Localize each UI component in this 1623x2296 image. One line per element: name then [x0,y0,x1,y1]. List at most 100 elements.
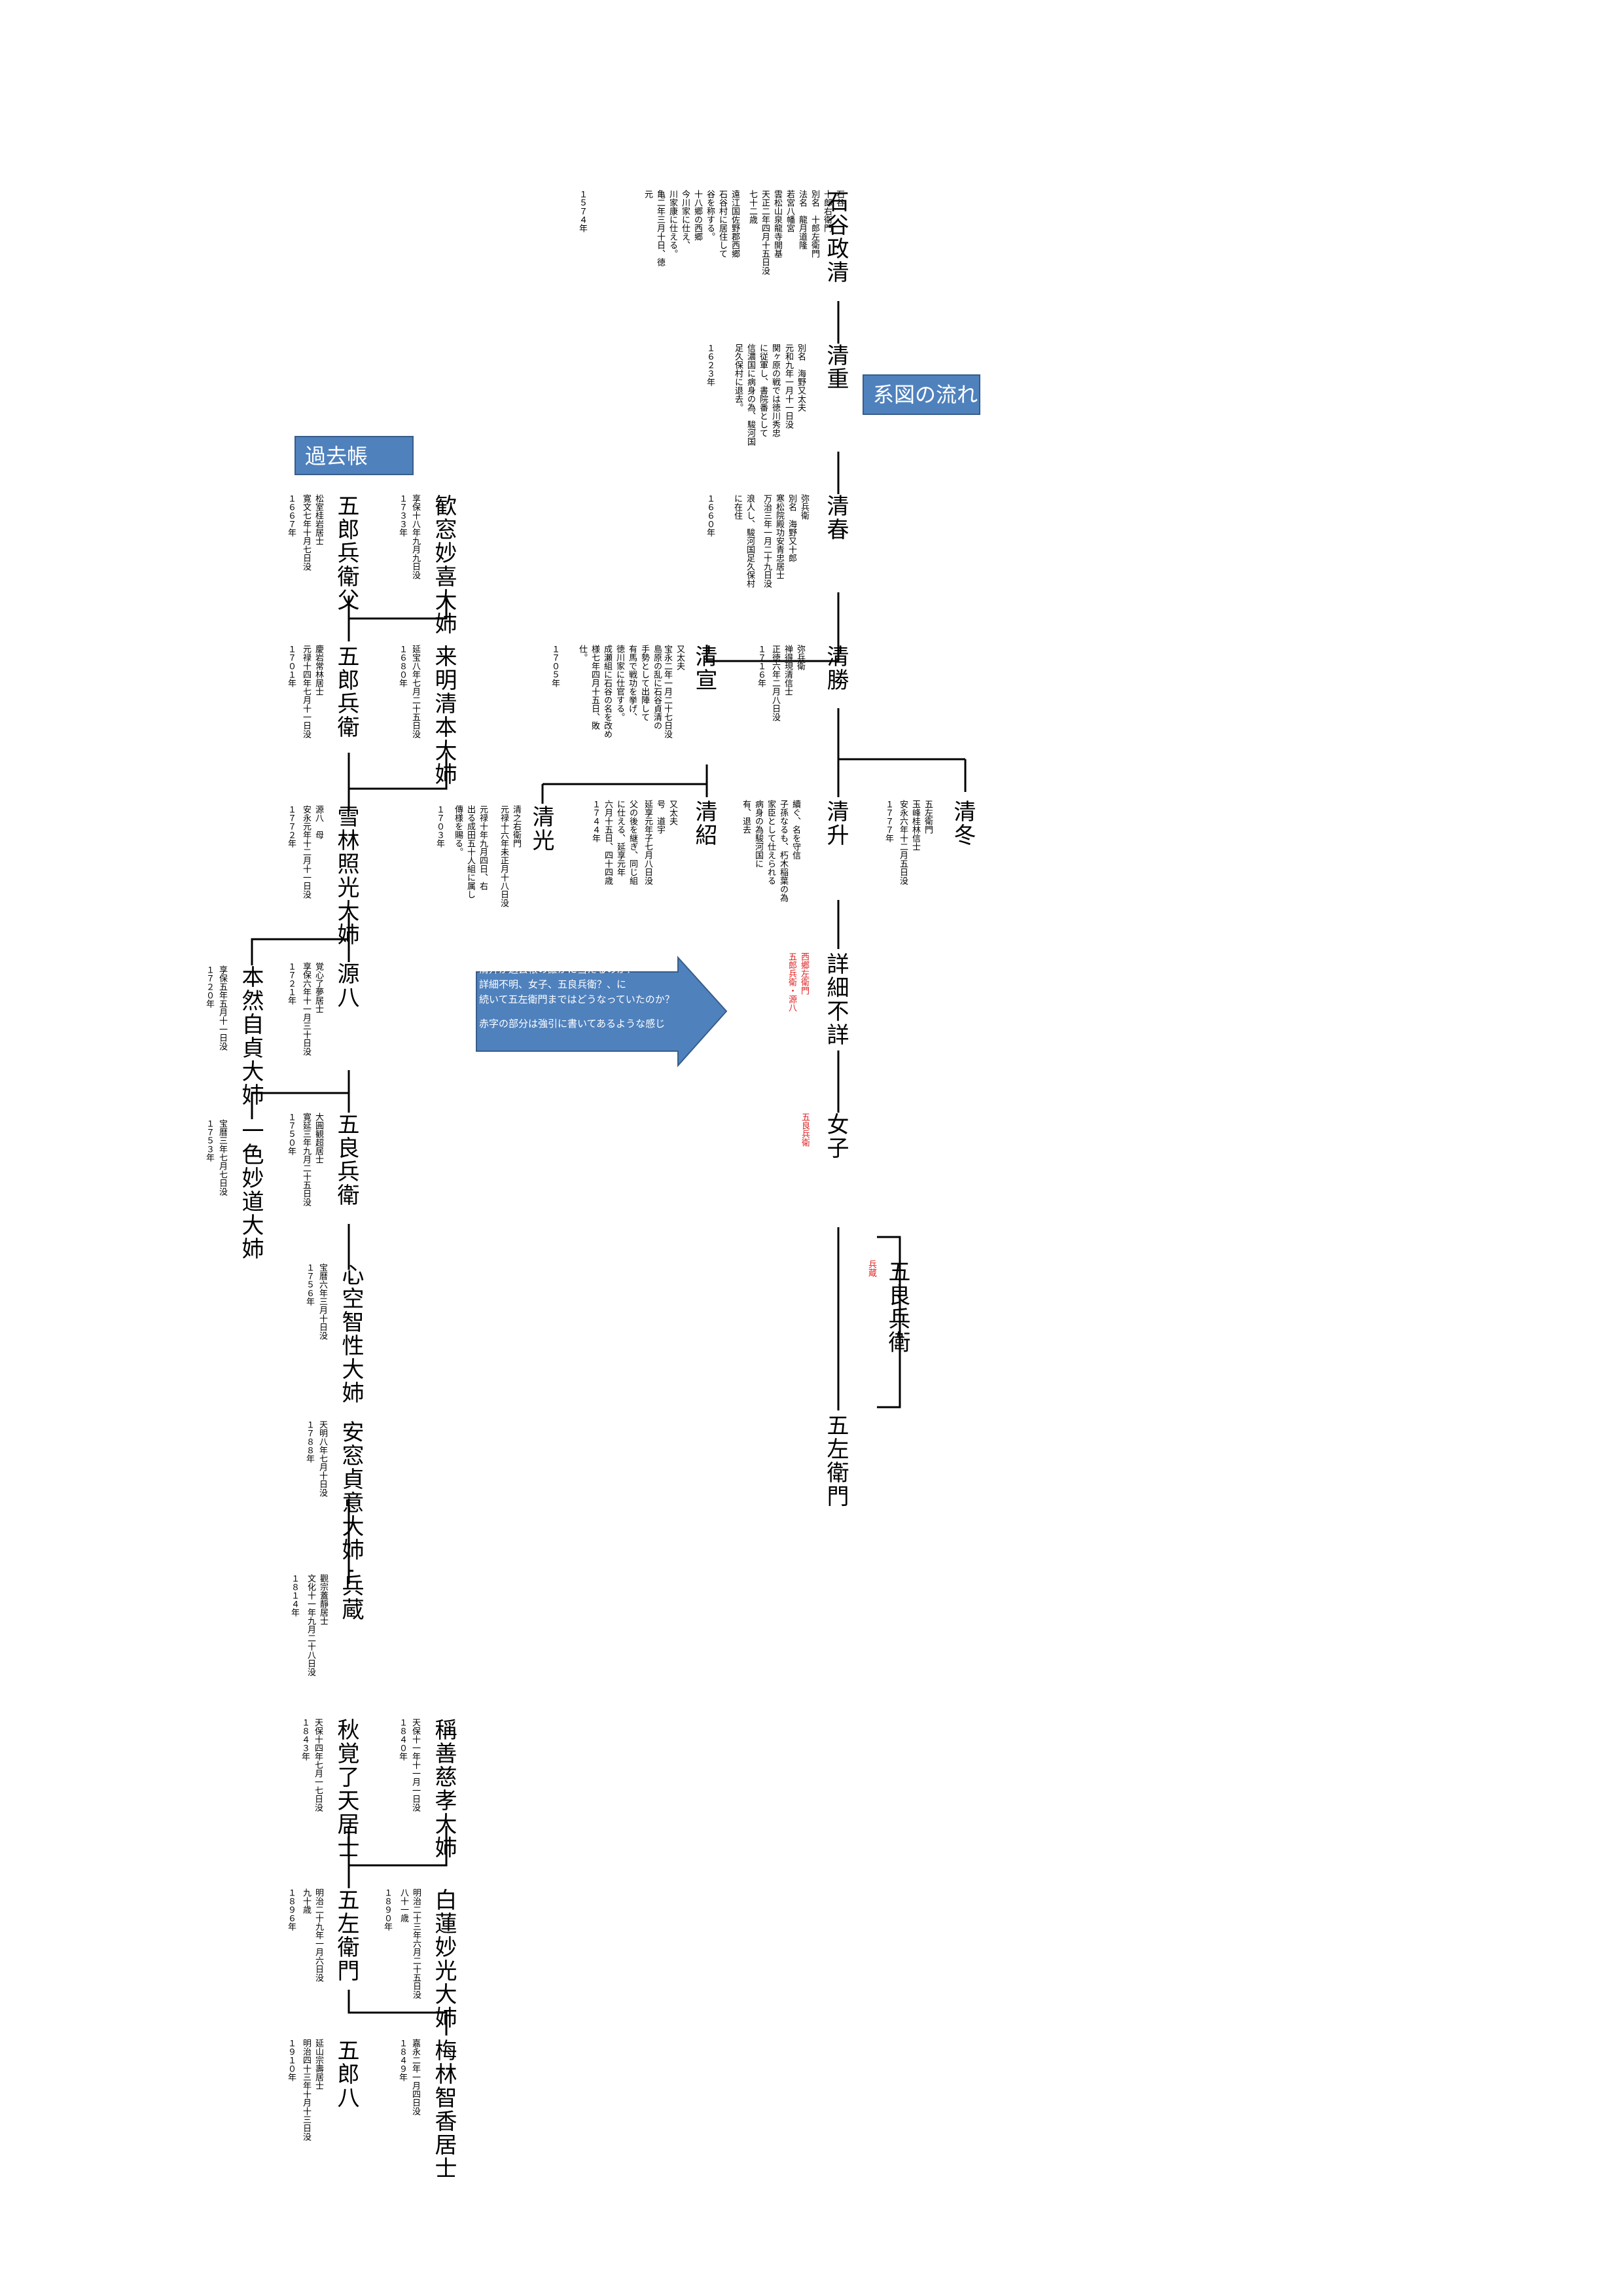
chart-label-box: 系図の流れ [863,374,980,415]
callout-note: 清升が過去帳の誰かに当たるのか？ 詳細不明、女子、五良兵衛？、に 続いて五左衛門… [479,962,702,1031]
person-bio: 関ヶ原の戦では徳川秀忠 に従軍し、書院番として 信濃国に病身の為、駿河国 足久保… [733,344,780,446]
register-name: 心空智性大姉 [338,1263,364,1405]
register-year: １７３３年 [397,494,407,537]
register-year: １７２０年 [204,965,214,1008]
register-year: １８４０年 [397,1718,407,1761]
register-year: １８４９年 [397,2039,407,2081]
register-year: １７７２年 [286,805,296,848]
register-year: １７２１年 [286,962,296,1005]
register-name: 五良兵衛 [333,1113,359,1207]
person-name: 清升 [823,800,849,847]
person-note: 石谷 十郎右衛門 別名 十郎左衛門 法名 龍月道隆 若宮八幡宮 雲松山泉龍寺開基… [747,190,844,275]
register-year: １８９６年 [286,1888,296,1931]
register-name: 兵蔵 [338,1574,364,1621]
register-year: １６６７年 [286,494,296,537]
register-note: 大圓観超居士 寛延三年九月二十五日没 [301,1113,323,1206]
person-note: 五左衛門 玉峰桂林信士 安永六年十二月五日没 [898,800,933,885]
register-note: 嘉永二年一月四日没 [410,2039,420,2115]
note-line: 赤字の部分は強引に書いてあるような感じ [479,1018,666,1030]
red-annotation: 兵蔵 [866,1260,876,1277]
register-note: 享保十八年九月九日没 [410,494,420,579]
person-note: 又太夫 号 道宇 延享元年子七月八日没 [643,800,677,885]
register-name: 五郎兵衛父 [333,494,359,612]
person-year: １５７４年 [577,190,587,232]
person-name: 清光 [528,805,554,852]
register-note: 天保十一年十一月一日没 [410,1718,420,1812]
person-note: 別名 海野又太夫 元和九年一月十一日没 [783,344,806,429]
person-year: １７１６年 [756,645,766,687]
person-name: 女子 [823,1113,849,1160]
note-line: 清升が過去帳の誰かに当たるのか？ [479,963,637,975]
register-name: 稱善慈孝大姉 [431,1718,457,1859]
chart-label: 系図の流れ [873,382,978,407]
register-note: 天保十四年七月一七日没 [313,1718,323,1812]
person-year: １６６０年 [705,494,715,537]
register-label-box: 過去帳 [294,436,414,475]
person-name: 五左衛門 [823,1414,849,1508]
register-note: 明治二十九年一月六日没 九十歳 [301,1888,323,1982]
register-note: 松室桂岩居士 寛文七年十月七日没 [301,494,323,571]
register-note: 源八 母 安永元年十二月十一日没 [301,805,323,899]
note-line: 詳細不明、女子、五良兵衛？、に [479,978,627,990]
red-annotation: 五良兵衛 [800,1113,810,1147]
register-name: 本然自貞大姉 [238,965,264,1107]
person-note: 弥兵衛 禅得現清信士 正徳六年二月八日没 [770,645,805,721]
person-year: １７０５年 [550,645,560,687]
register-name: 一色妙道大姉 [238,1119,264,1261]
register-year: １７５６年 [304,1263,314,1306]
register-note: 明治二十三年六月二十五日没 八十一歳 [399,1888,421,1999]
register-note: 觀宗蓋靜居士 文化十一年九月二十八日没 [306,1574,328,1676]
callout-arrow [476,956,728,1067]
person-note: 清之右衛門 元禄十六年未正月十八日没 [499,805,521,907]
person-bio: 元禄十年九月四日、右 出る成田五十人組に属し 傳様を賜る。 [453,805,488,899]
register-note: 覚心了夢居士 享保六年十一月三十日没 [301,962,323,1056]
register-name: 梅林智香居士 [431,2039,457,2180]
person-name: 清紹 [691,800,717,847]
register-name: 白蓮妙光大姉 [431,1888,457,2030]
register-year: １８１４年 [289,1574,299,1617]
register-name: 歓窓妙喜大姉 [431,494,457,636]
red-annotation: 西郷左衛門 五郎兵衛・源八 [787,952,809,1012]
person-note: 續ぐ、名を守信 子孫なるも、朽木稲葉の為 家臣として仕えられる 病身の為駿河国に… [741,800,800,902]
register-note: 享保五年五月十一日没 [217,965,227,1050]
register-name: 雪林照光大姉 [333,805,359,946]
register-note: 延宝八年七月二十五日没 [410,645,420,738]
register-name: 五左衛門 [333,1888,359,1982]
register-year: １７０１年 [286,645,296,687]
register-name: 源八 [333,962,359,1009]
register-name: 秋覚了天居士 [333,1718,359,1859]
person-note: 弥兵衛 別名 海野又十郎 寒松院殿功安青忠居士 万治三年一月二十九日没 [762,494,809,588]
note-line: 続いて五左衛門まではどうなっていたのか？ [479,994,675,1005]
register-note: 慶岩常林居士 元禄十四年七月十一日没 [301,645,323,738]
person-name: 清春 [823,494,849,541]
register-note: 天明八年七月十日没 [317,1420,327,1497]
register-year: １８４３年 [300,1718,310,1761]
person-name: 清重 [823,344,849,391]
register-note: 延山宗壽居士 明治四十三年十月十三日没 [301,2039,323,2141]
register-name: 五郎兵衛 [333,645,359,739]
register-year: １７５３年 [204,1119,214,1162]
person-bio: 島原の乱に石谷貞清の 手勢として出陣して 有馬で戦功を挙げ、 徳川家に仕官する。… [577,645,662,738]
register-year: １９１０年 [286,2039,296,2081]
register-name: 安窓貞意大姉 [338,1420,364,1562]
person-name: 五良兵衛 [884,1260,910,1354]
person-year: １７７７年 [883,800,893,842]
register-note: 宝暦六年三月十日没 [317,1263,327,1340]
person-year: １６２３年 [705,344,715,386]
person-bio: 浪人し、駿河国足久保村 に在住 [732,494,755,588]
person-bio: 遠江国佐野郡西郷 石谷村に居住して 谷を称する。 十八郷の西郷 今川家に仕え、 … [643,190,740,266]
person-name: 詳細不詳 [823,952,849,1047]
register-name: 来明清本大姉 [431,645,457,786]
register-year: １６８０年 [397,645,407,687]
register-year: １７８８年 [304,1420,314,1463]
register-name: 五郎八 [333,2039,359,2109]
person-name: 清勝 [823,645,849,692]
person-name: 清宣 [691,645,717,692]
person-name: 清冬 [950,800,976,847]
person-bio: 父の後を継ぎ、同じ組 に仕える、延享元年 六月十五日、四十四歳 １７４４年 [590,800,637,885]
register-note: 宝暦三年七月七日没 [217,1119,227,1196]
person-name: 石谷政清 [823,190,849,284]
person-year: １７０３年 [435,805,444,848]
register-year: １７５０年 [286,1113,296,1155]
